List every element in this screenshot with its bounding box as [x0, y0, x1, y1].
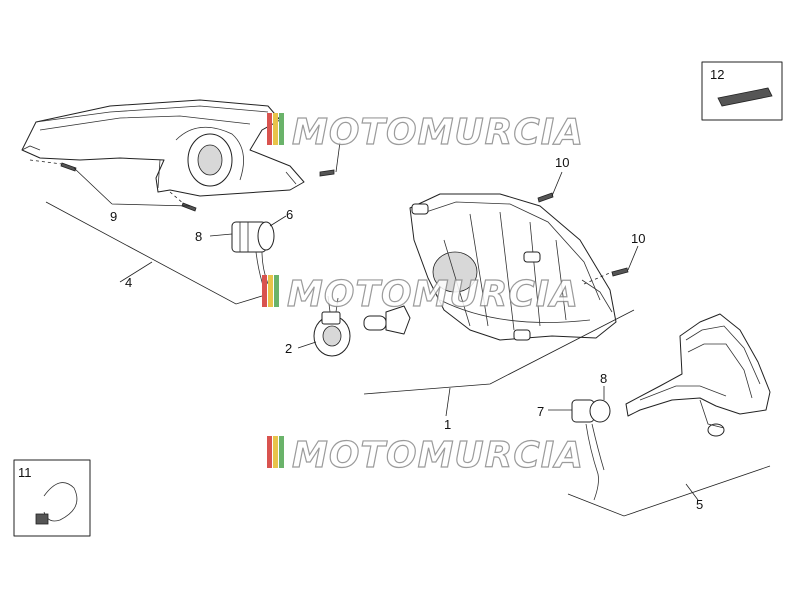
callout-9: 9 [110, 209, 117, 224]
callout-7: 7 [537, 404, 544, 419]
watermark-logo: MOTOMURCIA [262, 273, 579, 316]
watermark-text: MOTOMURCIA [287, 274, 579, 315]
callout-4: 4 [125, 275, 132, 290]
callout-8-lower: 8 [600, 371, 607, 386]
label-sheet-box [701, 61, 783, 121]
small-bulb-part [363, 305, 411, 335]
headlight-main-part [409, 193, 617, 341]
lower-bulb-part [571, 399, 611, 501]
watermark-logo: MOTOMURCIA [267, 111, 584, 154]
screw-part [60, 162, 335, 212]
watermark-text: MOTOMURCIA [292, 435, 584, 476]
callout-10-lower: 10 [631, 231, 645, 246]
clamp-box [13, 459, 91, 537]
callout-1: 1 [444, 417, 451, 432]
callout-8-upper: 8 [195, 229, 202, 244]
callout-2: 2 [285, 341, 292, 356]
callout-10-upper: 10 [555, 155, 569, 170]
watermark-logo: MOTOMURCIA [267, 434, 584, 477]
watermark-text: MOTOMURCIA [292, 112, 584, 153]
screw-part [537, 192, 629, 277]
callout-12: 12 [710, 67, 724, 82]
callout-11: 11 [18, 465, 32, 480]
callout-5: 5 [696, 497, 703, 512]
upper-housing-part [21, 99, 305, 197]
callout-6: 6 [286, 207, 293, 222]
bulb-holder-part [313, 295, 351, 357]
bulb-socket-part [231, 221, 275, 301]
reflector-part [625, 313, 771, 437]
